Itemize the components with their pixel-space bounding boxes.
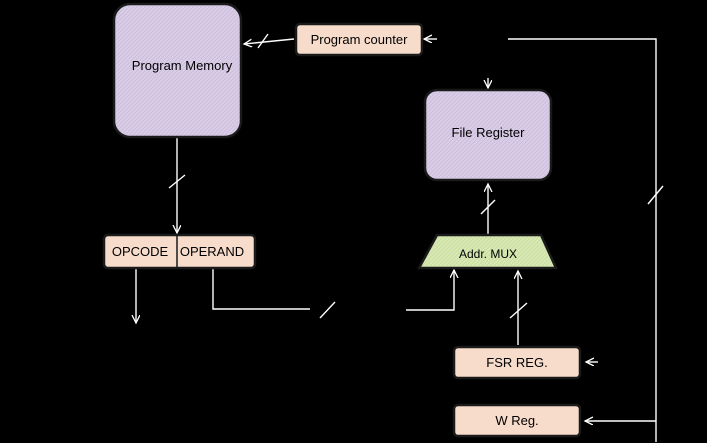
addr-mux-label: Addr. MUX <box>459 247 517 261</box>
fsr-reg-block: FSR REG. <box>452 345 582 380</box>
wire-operand-to-mux-b <box>406 270 454 311</box>
bus-tick-memory <box>168 174 186 189</box>
w-reg-label: W Reg. <box>495 413 538 428</box>
wire-operand-to-mux-a <box>212 268 310 310</box>
addr-mux-block: Addr. MUX <box>416 233 558 270</box>
wire-pc-to-memory <box>244 38 295 44</box>
wire-right-bus <box>508 38 657 442</box>
program-counter-label: Program counter <box>311 32 408 47</box>
bus-tick-fsr <box>509 302 528 319</box>
program-counter-block: Program counter <box>294 22 424 57</box>
operand-field: OPERAND <box>180 244 244 259</box>
bus-tick-mux <box>480 199 496 215</box>
opcode-field: OPCODE <box>112 244 169 259</box>
fsr-reg-label: FSR REG. <box>486 355 547 370</box>
bus-tick-operand <box>319 301 336 319</box>
bus-tick-right <box>647 185 664 205</box>
instruction-register-block: OPCODE OPERAND <box>102 233 257 270</box>
bus-tick-pc <box>257 33 269 49</box>
program-memory-label: Program Memory <box>132 58 233 73</box>
file-register-block: File Register <box>423 88 553 182</box>
program-memory-block: Program Memory <box>112 2 243 139</box>
w-reg-block: W Reg. <box>452 403 582 438</box>
file-register-label: File Register <box>452 125 526 140</box>
